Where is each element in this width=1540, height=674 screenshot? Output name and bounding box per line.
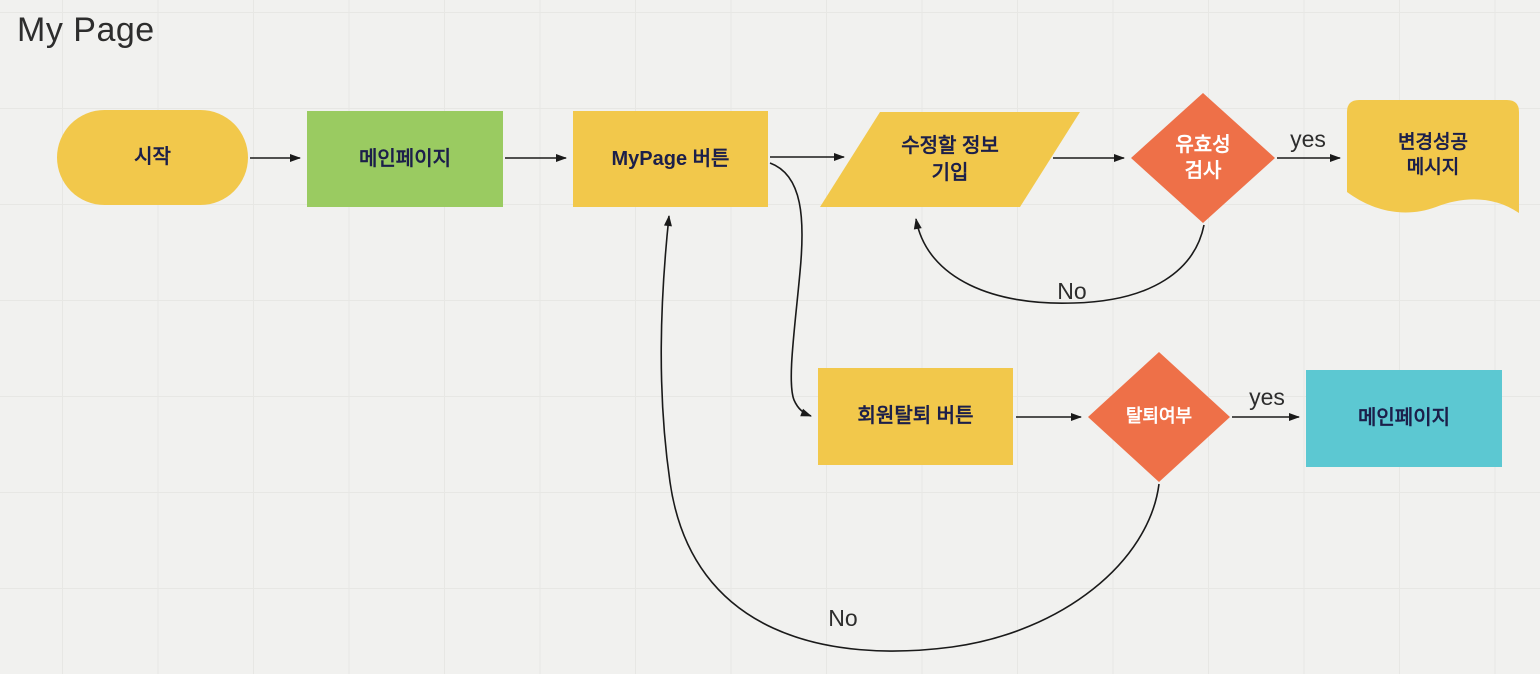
success-message-document-shape[interactable] <box>1347 100 1519 213</box>
start-terminator-shape[interactable] <box>57 110 248 205</box>
edge-validity-no-to-edit-info[interactable] <box>913 218 1205 305</box>
main-page-process-shape[interactable] <box>307 111 503 207</box>
withdraw-check-decision-shape[interactable] <box>1088 352 1230 482</box>
main-page-result-process-shape[interactable] <box>1306 370 1502 467</box>
edge-mypage-button-to-withdraw-button[interactable] <box>769 162 812 417</box>
validity-check-decision-shape[interactable] <box>1131 93 1275 223</box>
page-title: My Page <box>17 11 155 49</box>
withdraw-button-process-shape[interactable] <box>818 368 1013 465</box>
edit-info-input-shape[interactable] <box>820 112 1080 207</box>
edge-withdraw-no-to-mypage-button[interactable] <box>660 215 1160 652</box>
mypage-button-process-shape[interactable] <box>573 111 768 207</box>
